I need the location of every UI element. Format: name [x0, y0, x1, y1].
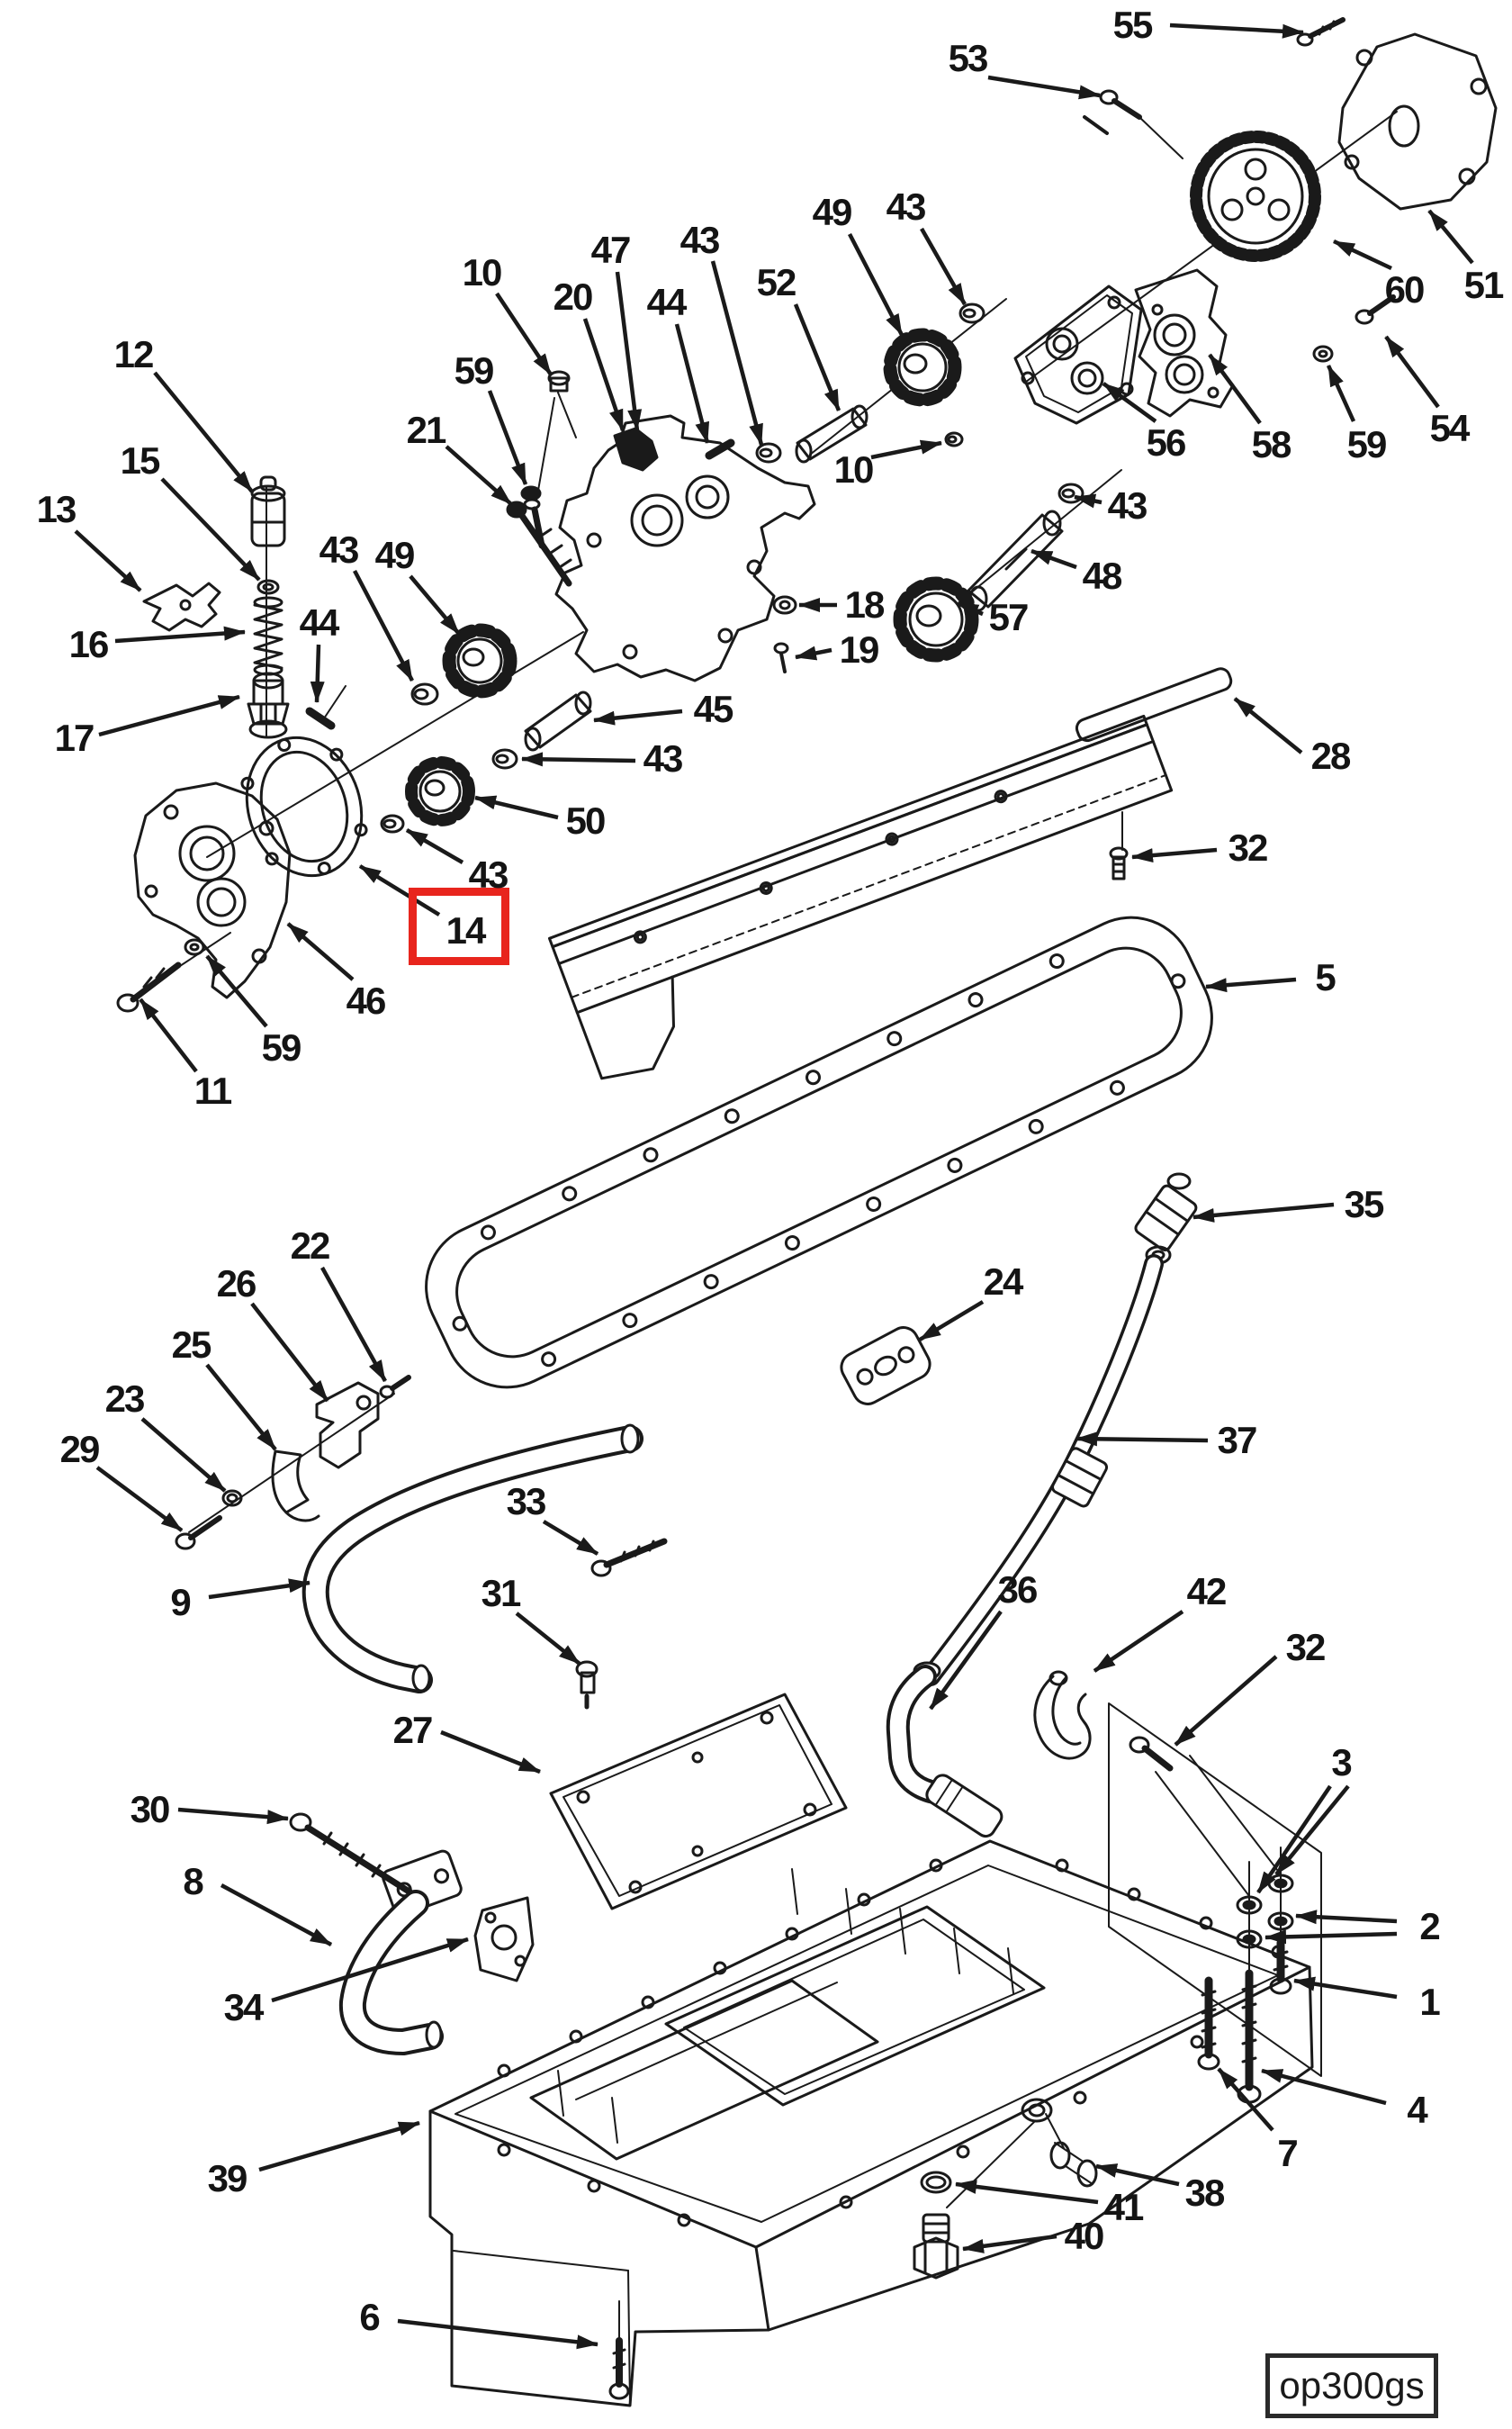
callout-49-top: 49 — [812, 191, 853, 233]
idler-shaft-gear-set-drawing — [795, 302, 986, 464]
drive-shaft-gear-set-drawing — [893, 483, 1084, 663]
callout-4: 4 — [1407, 2089, 1427, 2131]
callout-27: 27 — [392, 1709, 434, 1751]
callout-15: 15 — [120, 439, 161, 482]
callout-21: 21 — [406, 409, 447, 451]
callout-45: 45 — [693, 688, 734, 730]
scavenge-gear-set-drawing — [305, 623, 592, 834]
callout-31: 31 — [481, 1572, 522, 1614]
drain-plug-parts-drawing — [608, 2141, 1098, 2400]
callout-8: 8 — [183, 1860, 203, 1902]
callout-42: 42 — [1186, 1570, 1228, 1612]
exploded-axis-lines — [134, 111, 1398, 2338]
transfer-tube-drawing — [886, 1172, 1198, 1838]
callout-32-upper: 32 — [1228, 826, 1269, 869]
callout-32-lower: 32 — [1285, 1626, 1327, 1668]
callout-46: 46 — [346, 980, 387, 1022]
callout-56: 56 — [1146, 421, 1187, 464]
callout-25: 25 — [171, 1323, 212, 1366]
callout-10-left: 10 — [462, 251, 503, 293]
callout-52: 52 — [756, 261, 797, 303]
highlighted-part-box — [409, 888, 509, 965]
callout-59-top-right: 59 — [1346, 423, 1388, 465]
callout-39: 39 — [207, 2157, 248, 2199]
callout-30: 30 — [130, 1788, 171, 1830]
callout-6: 6 — [359, 2296, 380, 2338]
callout-48: 48 — [1082, 555, 1123, 597]
callout-26: 26 — [216, 1262, 257, 1305]
elbow-tube-drawing — [289, 1812, 535, 2055]
callout-44-top: 44 — [646, 281, 688, 323]
oil-pan-gasket-drawing — [425, 916, 1213, 1389]
callout-49-left: 49 — [374, 534, 416, 576]
callout-44-left: 44 — [299, 601, 340, 644]
heat-shield-drawing — [547, 667, 1233, 1080]
small-screws-drawing — [1083, 17, 1396, 363]
callout-17: 17 — [54, 717, 95, 759]
callout-3: 3 — [1331, 1741, 1352, 1783]
front-cover-and-gasket-drawing — [116, 736, 368, 1013]
callout-16: 16 — [68, 623, 110, 665]
callout-9: 9 — [170, 1581, 191, 1623]
callout-1: 1 — [1419, 1981, 1440, 2023]
callout-36: 36 — [997, 1568, 1039, 1611]
pan-bolts-washers-drawing — [1197, 1874, 1294, 2104]
drive-sprocket-drawing — [1190, 131, 1321, 262]
oil-pan-drawing — [428, 1839, 1314, 2407]
callout-11: 11 — [194, 1070, 232, 1112]
callout-5: 5 — [1315, 956, 1336, 998]
callout-33: 33 — [506, 1480, 547, 1522]
callout-43-lower: 43 — [468, 853, 509, 896]
callout-54: 54 — [1429, 407, 1471, 449]
callout-10-mid: 10 — [833, 448, 875, 491]
rear-cover-plate-drawing — [1337, 32, 1498, 211]
callout-29: 29 — [59, 1428, 101, 1470]
callout-43-housing: 43 — [680, 219, 721, 261]
callout-2: 2 — [1419, 1905, 1440, 1947]
callout-43-top-mid: 43 — [886, 185, 927, 228]
callout-20: 20 — [553, 275, 594, 318]
callout-47: 47 — [590, 229, 632, 271]
oil-pump-housing-drawing — [506, 370, 816, 682]
callout-53: 53 — [948, 37, 989, 79]
callout-38: 38 — [1184, 2172, 1226, 2214]
callout-58: 58 — [1251, 423, 1292, 465]
callout-50: 50 — [565, 799, 607, 842]
callout-12: 12 — [113, 333, 155, 375]
callout-59-left: 59 — [454, 349, 495, 392]
diagram-code-label: op300gs — [1279, 2364, 1425, 2406]
callout-23: 23 — [104, 1377, 146, 1420]
callout-14: 14 — [446, 909, 487, 952]
callout-55: 55 — [1112, 4, 1154, 46]
connection-flange-drawing — [840, 1326, 932, 1405]
callout-35: 35 — [1344, 1183, 1385, 1225]
callout-60: 60 — [1384, 268, 1426, 311]
access-plate-drawing — [549, 1660, 848, 1910]
callout-43-right: 43 — [1107, 484, 1148, 527]
callout-22: 22 — [290, 1224, 331, 1267]
callout-18: 18 — [844, 583, 886, 626]
callout-43-mid: 43 — [643, 737, 684, 780]
callout-37: 37 — [1217, 1419, 1258, 1461]
callout-28: 28 — [1310, 735, 1352, 777]
callout-34: 34 — [223, 1986, 265, 2028]
callout-7: 7 — [1277, 2132, 1298, 2174]
callout-40: 40 — [1064, 2215, 1105, 2257]
diagram-code-box: op300gs — [1265, 2353, 1438, 2418]
callout-59-lower: 59 — [261, 1026, 302, 1069]
callout-13: 13 — [36, 488, 77, 530]
callout-51: 51 — [1463, 264, 1505, 306]
relief-valve-parts-drawing — [142, 475, 290, 739]
callout-24: 24 — [983, 1260, 1024, 1303]
suction-tube-drawing — [175, 1375, 668, 1693]
callout-43-left: 43 — [319, 528, 360, 571]
callout-57: 57 — [988, 596, 1030, 638]
pump-rear-housing-drawing — [1134, 268, 1235, 418]
callout-19: 19 — [839, 628, 880, 671]
callout-41: 41 — [1103, 2186, 1145, 2228]
